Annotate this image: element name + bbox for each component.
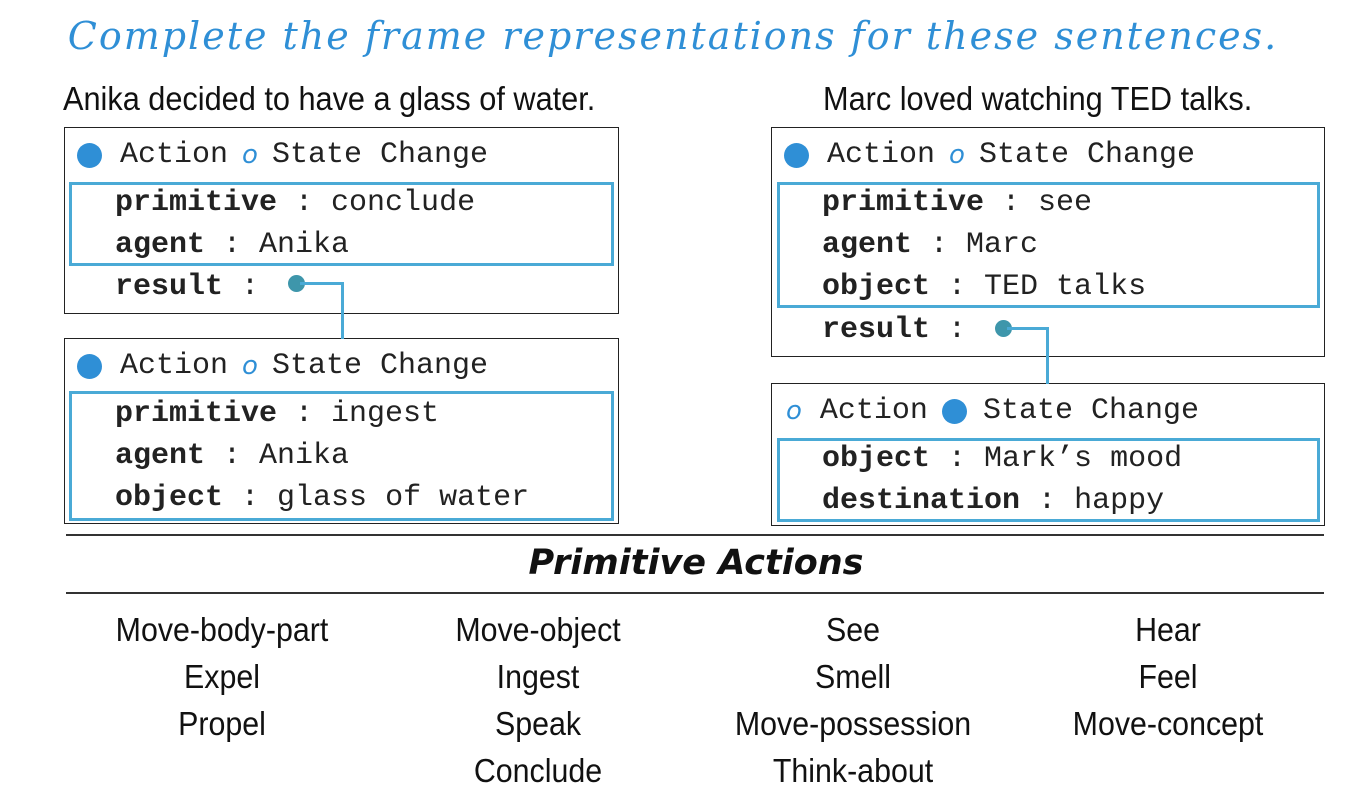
slot-primitive: primitive : ingest	[115, 397, 440, 431]
frame-header: o Action State Change	[784, 394, 1199, 428]
right-sentence: Marc loved watching TED talks.	[823, 80, 1253, 117]
primitive-item: Expel	[184, 658, 260, 695]
left-frame-1: Action o State Change primitive : conclu…	[64, 127, 619, 314]
action-label: Action	[120, 138, 229, 172]
highlight-box	[777, 182, 1320, 308]
primitive-item: Hear	[1135, 611, 1201, 648]
primitive-item: Move-possession	[734, 705, 972, 742]
primitive-item: Propel	[178, 705, 266, 742]
connector-dot-icon	[995, 320, 1012, 337]
right-frame-1: Action o State Change primitive : see ag…	[771, 127, 1325, 357]
highlight-box	[69, 182, 614, 266]
primitive-item: Move-body-part	[115, 611, 329, 648]
primitives-column-1: Move-body-part Expel Propel	[72, 606, 372, 747]
connector-line	[1046, 327, 1049, 384]
primitive-item: Smell	[815, 658, 891, 695]
primitive-actions-title: Primitive Actions	[528, 543, 864, 583]
left-sentence: Anika decided to have a glass of water.	[63, 80, 596, 117]
primitives-column-2: Move-object Ingest Speak Conclude	[388, 606, 688, 794]
slot-primitive: primitive : conclude	[115, 186, 476, 220]
slot-result: result :	[115, 270, 260, 304]
state-change-label: State Change	[978, 138, 1195, 172]
slot-object: object : glass of water	[115, 481, 530, 515]
slot-result: result :	[822, 313, 967, 347]
filled-dot-icon	[77, 353, 102, 379]
connector-dot-icon	[288, 275, 305, 292]
filled-dot-icon	[77, 142, 102, 168]
primitives-column-3: See Smell Move-possession Think-about	[703, 606, 1003, 794]
highlight-box	[777, 438, 1320, 522]
connector-line	[341, 282, 344, 339]
slot-destination: destination : happy	[822, 484, 1165, 518]
highlight-box	[69, 391, 614, 521]
frame-header: Action o State Change	[77, 349, 488, 383]
primitive-item: Feel	[1138, 658, 1198, 695]
left-frame-2: Action o State Change primitive : ingest…	[64, 338, 619, 524]
primitive-item: Move-object	[455, 611, 621, 648]
filled-dot-icon	[784, 142, 809, 168]
primitives-column-4: Hear Feel Move-concept	[1018, 606, 1318, 747]
slot-agent: agent : Anika	[115, 228, 350, 262]
slot-agent: agent : Anika	[115, 439, 350, 473]
state-change-label: State Change	[982, 394, 1199, 428]
frame-header: Action o State Change	[77, 138, 488, 172]
state-change-label: State Change	[271, 138, 488, 172]
slot-agent: agent : Marc	[822, 228, 1039, 262]
slot-object: object : Mark’s mood	[822, 442, 1183, 476]
divider-bottom	[66, 592, 1324, 594]
slot-primitive: primitive : see	[822, 186, 1093, 220]
action-label: Action	[819, 394, 928, 428]
primitive-item: Move-concept	[1072, 705, 1264, 742]
slot-object: object : TED talks	[822, 270, 1147, 304]
frame-header: Action o State Change	[784, 138, 1195, 172]
empty-dot-icon: o	[242, 140, 258, 170]
primitive-item: Think-about	[772, 752, 934, 789]
state-change-label: State Change	[271, 349, 488, 383]
page-title: Complete the frame representations for t…	[67, 14, 1279, 58]
empty-dot-icon: o	[786, 396, 802, 426]
empty-dot-icon: o	[949, 140, 965, 170]
filled-dot-icon	[941, 398, 967, 424]
right-frame-2: o Action State Change object : Mark’s mo…	[771, 383, 1325, 526]
primitive-item: Ingest	[496, 658, 580, 695]
connector-line	[300, 282, 344, 285]
action-label: Action	[120, 349, 229, 383]
action-label: Action	[827, 138, 936, 172]
divider-top	[66, 534, 1324, 536]
primitive-item: See	[825, 611, 881, 648]
primitive-item: Speak	[494, 705, 582, 742]
connector-line	[1007, 327, 1049, 330]
empty-dot-icon: o	[242, 351, 258, 381]
primitive-item: Conclude	[473, 752, 603, 789]
